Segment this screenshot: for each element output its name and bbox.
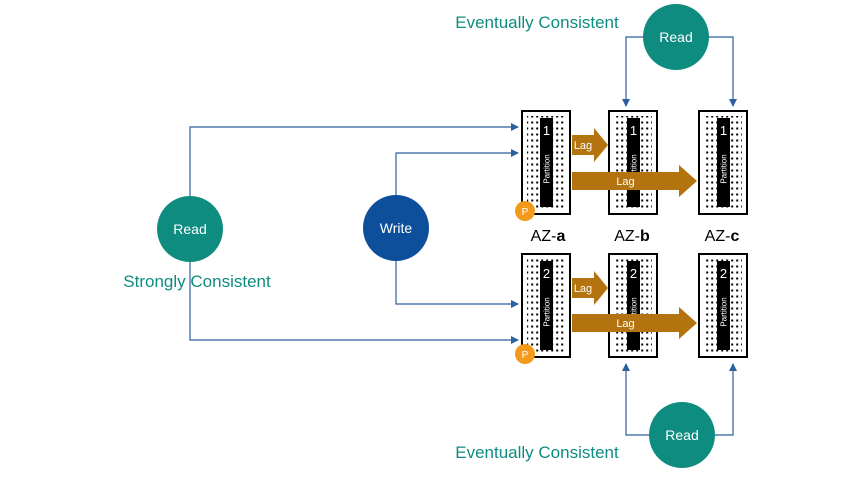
- az-a-label: AZ-a: [531, 228, 566, 245]
- partition-number: 1: [630, 123, 637, 138]
- partition-label: Partition: [720, 154, 729, 183]
- lag-arrow-a-to-b-row2: Lag: [572, 271, 608, 305]
- read-top-to-az-c-row1: [709, 36, 737, 107]
- lag-label: Lag: [616, 318, 634, 330]
- write-label: Write: [380, 220, 413, 236]
- partition-label: Partition: [543, 297, 552, 326]
- partition-number: 2: [630, 266, 637, 281]
- partition-number: 2: [720, 266, 727, 281]
- eventual-consistent-top-label: Eventually Consistent: [455, 13, 619, 32]
- partition-label: Partition: [543, 154, 552, 183]
- partition-label: Partition: [630, 297, 639, 326]
- eventual-consistent-bottom-label: Eventually Consistent: [455, 443, 619, 462]
- read-strong-to-az-a-row1: [189, 123, 519, 196]
- read-eventual-top-circle[interactable]: Read: [643, 4, 709, 70]
- read-bottom-label: Read: [665, 427, 698, 443]
- lag-arrow-a-to-c-row2: Lag: [572, 307, 697, 339]
- read-strong-circle[interactable]: Read: [157, 196, 223, 262]
- partition-number: 1: [720, 123, 727, 138]
- partition-label: Partition: [720, 297, 729, 326]
- partition-number: 1: [543, 123, 550, 138]
- strong-consistent-label: Strongly Consistent: [123, 272, 271, 291]
- partition-nodes: 1Partition1Partition1Partition2Partition…: [521, 110, 748, 358]
- lag-arrow-a-to-c-row1: Lag: [572, 165, 697, 197]
- partition-label: Partition: [630, 154, 639, 183]
- partition-number: 2: [543, 266, 550, 281]
- primary-badge-row2: P: [515, 344, 535, 364]
- lag-label: Lag: [574, 140, 592, 152]
- az-c-label: AZ-c: [705, 228, 740, 245]
- connector-lines: [189, 36, 737, 436]
- lag-label: Lag: [574, 283, 592, 295]
- read-strong-to-az-a-row2: [189, 262, 519, 344]
- svg-text:P: P: [522, 207, 529, 218]
- write-to-az-a-row1: [395, 149, 519, 195]
- svg-text:P: P: [522, 350, 529, 361]
- write-circle[interactable]: Write: [363, 195, 429, 261]
- write-to-az-a-row2: [395, 261, 519, 308]
- read-bottom-to-az-b-row2: [622, 363, 649, 436]
- primary-badge-row1: P: [515, 201, 535, 221]
- lag-label: Lag: [616, 176, 634, 188]
- read-strong-label: Read: [173, 221, 206, 237]
- read-top-label: Read: [659, 29, 692, 45]
- read-bottom-to-az-c-row2: [715, 363, 737, 436]
- az-b-label: AZ-b: [614, 228, 650, 245]
- read-top-to-az-b-row1: [622, 36, 643, 107]
- read-eventual-bottom-circle[interactable]: Read: [649, 402, 715, 468]
- lag-arrow-a-to-b-row1: Lag: [572, 128, 608, 162]
